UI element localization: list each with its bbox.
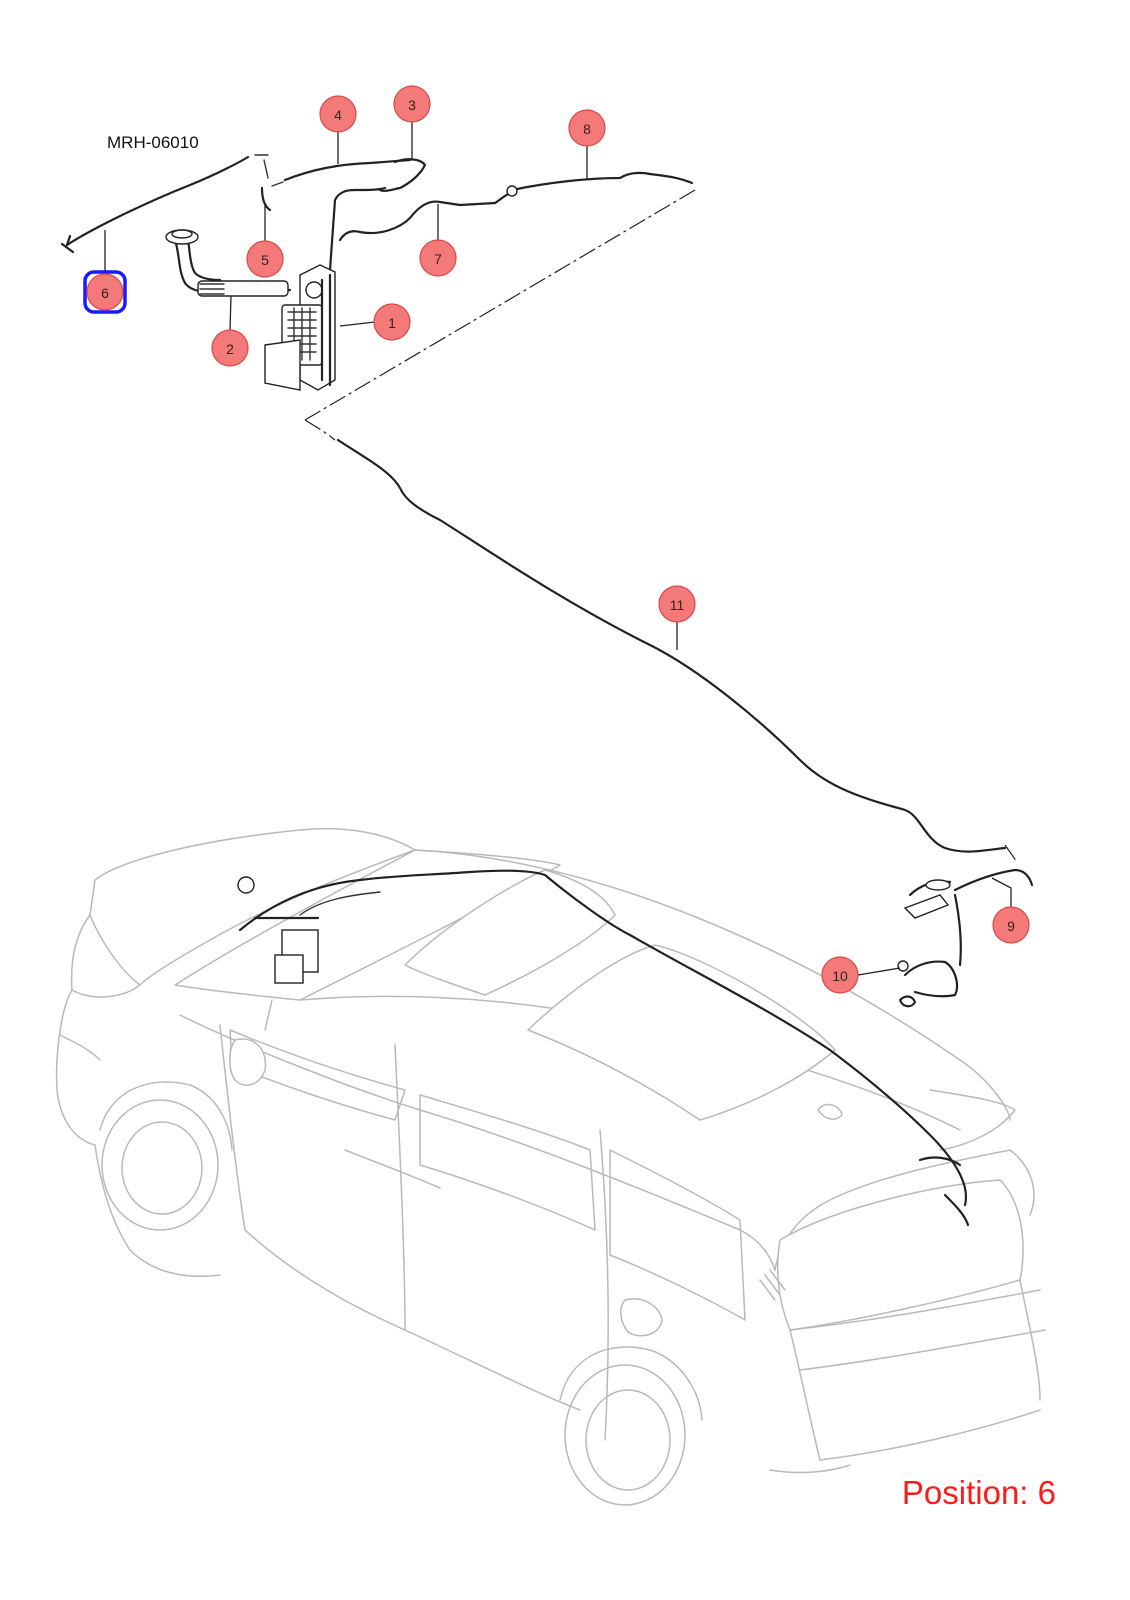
callout-marker[interactable]	[246, 240, 284, 278]
callout-number: 11	[670, 597, 685, 613]
callout-8[interactable]: 8	[568, 109, 606, 180]
callout-marker[interactable]	[373, 303, 411, 341]
callout-1[interactable]: 1	[339, 303, 411, 341]
callout-leader-line	[991, 877, 1012, 907]
callout-marker[interactable]	[992, 906, 1030, 944]
callout-layer: 1 2 3 4 5 6 7 8 9 10 11	[83, 85, 1030, 994]
callout-marker[interactable]	[393, 85, 431, 123]
callout-4[interactable]: 4	[319, 95, 357, 164]
part-11-hose[interactable]	[336, 438, 1007, 853]
selected-callout-highlight	[83, 270, 127, 314]
callout-marker[interactable]	[568, 109, 606, 147]
part-1-washer-reservoir[interactable]	[264, 264, 336, 391]
callout-number: 8	[583, 121, 591, 137]
diagram-reference-code: MRH-06010	[107, 133, 199, 152]
callout-number: 6	[101, 285, 109, 301]
callout-leader-line	[857, 967, 901, 976]
part-10-rear-connector[interactable]	[897, 879, 959, 1008]
callout-10[interactable]: 10	[821, 956, 901, 994]
callout-11[interactable]: 11	[658, 585, 696, 650]
vehicle-outline	[55, 827, 1046, 1506]
callout-6[interactable]: 6	[83, 230, 127, 314]
position-indicator: Position: 6	[901, 1474, 1056, 1511]
callout-number: 10	[832, 968, 848, 984]
part-9-hose[interactable]	[953, 868, 1034, 892]
vehicle-filler-cap-icon	[237, 876, 255, 894]
callout-marker[interactable]	[658, 585, 696, 623]
callout-leader-line	[339, 321, 376, 327]
callout-3[interactable]: 3	[393, 85, 431, 160]
guide-lines	[304, 189, 1018, 863]
part-8-hose[interactable]	[510, 171, 694, 192]
callout-marker[interactable]	[419, 239, 457, 277]
callout-number: 5	[261, 252, 269, 268]
part-3-connector[interactable]	[378, 158, 427, 192]
callout-number: 7	[434, 251, 442, 267]
callout-leader-line	[229, 295, 232, 331]
callout-7[interactable]: 7	[419, 204, 457, 277]
callout-number: 1	[388, 315, 396, 331]
part-7-hose[interactable]	[338, 200, 462, 242]
callout-number: 2	[226, 341, 234, 357]
part-2-filler-neck[interactable]	[165, 229, 292, 297]
callout-number: 4	[334, 107, 342, 123]
part-4-hose[interactable]	[283, 158, 412, 182]
callout-2[interactable]: 2	[211, 295, 249, 367]
callout-marker[interactable]	[319, 95, 357, 133]
callout-marker[interactable]	[821, 956, 859, 994]
callout-number: 3	[408, 97, 416, 113]
part-5-hose[interactable]	[260, 186, 272, 212]
vehicle-washer-hose	[237, 869, 970, 1227]
callout-marker[interactable]	[211, 329, 249, 367]
callout-marker[interactable]	[86, 273, 124, 311]
callout-9[interactable]: 9	[991, 877, 1030, 944]
callout-5[interactable]: 5	[246, 203, 284, 278]
part-6-hose[interactable]	[65, 155, 250, 247]
callout-number: 9	[1007, 918, 1015, 934]
